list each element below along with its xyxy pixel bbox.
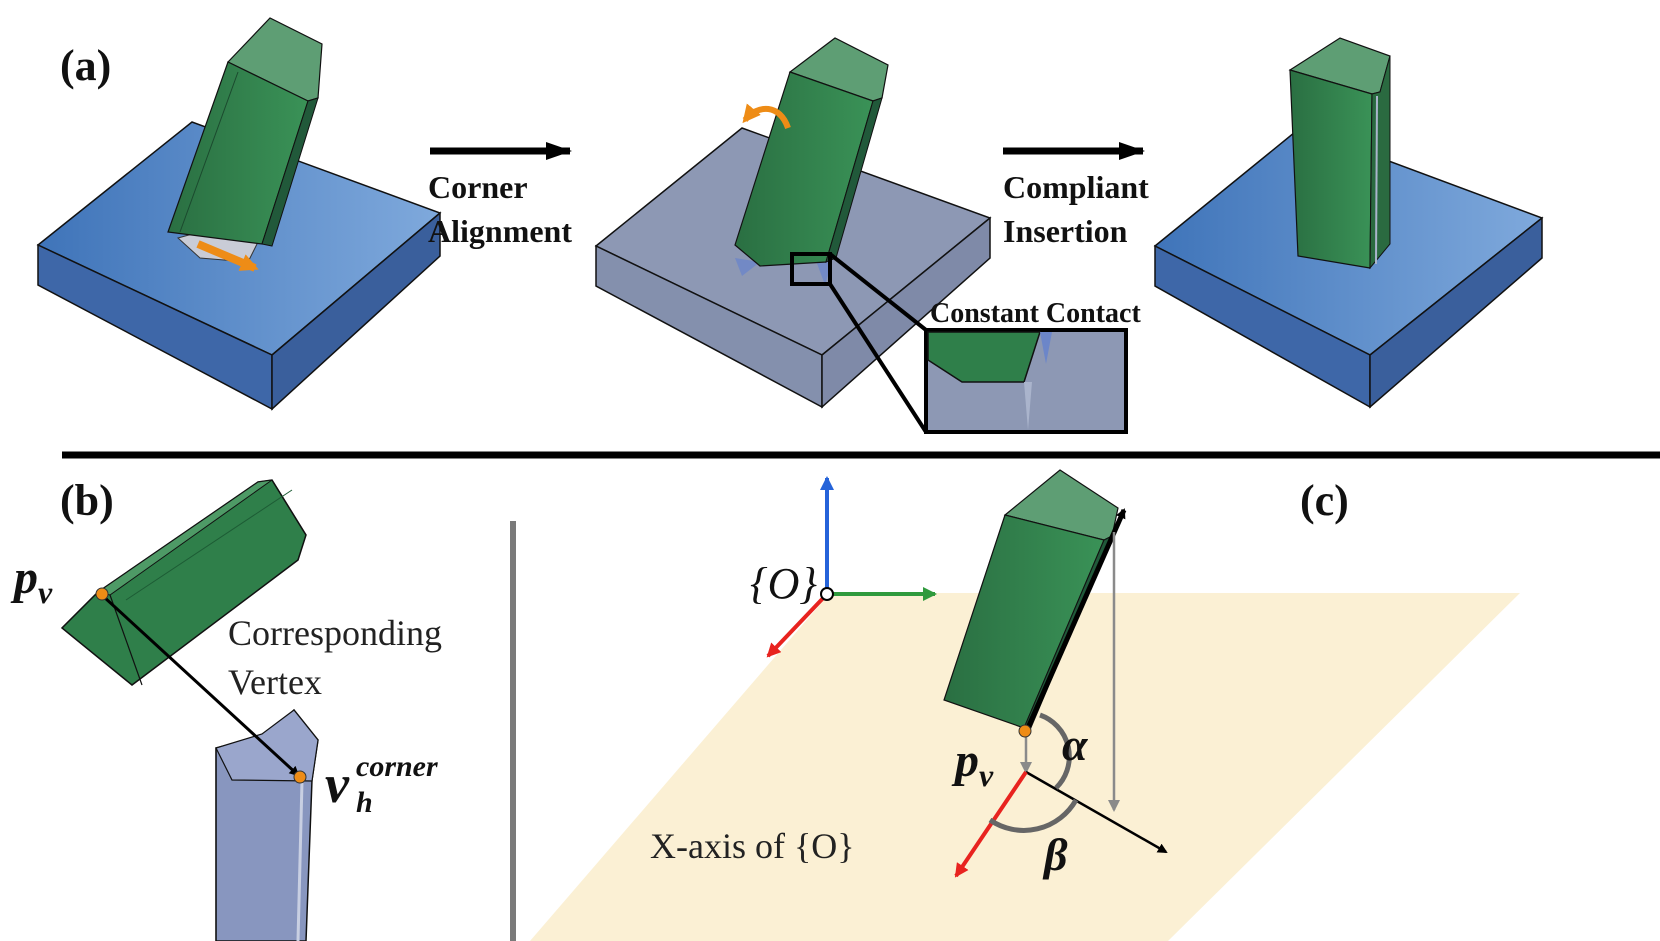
step-1-line1: Corner [428, 169, 528, 205]
panel-b-label: (b) [60, 476, 114, 525]
peg-2 [734, 37, 889, 267]
callout-line-top [828, 252, 928, 332]
beta-label: β [1042, 829, 1068, 880]
correspondence-arrow [94, 587, 300, 777]
peg-3 [1288, 37, 1391, 270]
step-2-line2: Insertion [1003, 213, 1128, 249]
frame-label: {O} [750, 559, 817, 608]
alpha-arc [1039, 712, 1072, 790]
vertex-corner-label: v [325, 754, 350, 814]
peg-edge-vector [1024, 508, 1127, 732]
x-axis-at-pv [954, 770, 1028, 878]
frame-x-axis [766, 592, 829, 658]
pv-label-c: pv [951, 734, 994, 793]
step-1-line2: Alignment [428, 213, 572, 249]
callout-line-bottom [828, 282, 928, 434]
vertex-corner-b [293, 770, 307, 784]
alpha-label: α [1062, 719, 1089, 770]
orange-push-arrow [196, 240, 259, 272]
vertex-corner-sup: corner [356, 750, 438, 783]
zoom-source-box [790, 252, 832, 286]
peg-1 [167, 17, 323, 247]
point-pv-c [1018, 724, 1032, 738]
beta-arc [988, 798, 1079, 833]
orange-rotate-arrow [742, 103, 791, 130]
inset-label: Constant Contact [930, 298, 1141, 329]
point-pv-b [95, 587, 109, 601]
frame-origin [820, 587, 834, 601]
pv-label-b: pv [10, 551, 53, 610]
corresponding-vertex-line1: Corresponding [228, 613, 442, 653]
projected-direction [1025, 770, 1168, 854]
inset-zoom [924, 328, 1128, 434]
panel-a-label: (a) [60, 41, 111, 90]
step-2-line1: Compliant [1003, 169, 1149, 205]
panel-c-label: (c) [1300, 476, 1349, 525]
vertex-corner-sub: h [356, 786, 373, 819]
x-axis-label: X-axis of {O} [650, 826, 855, 866]
corresponding-vertex-line2: Vertex [228, 662, 322, 702]
